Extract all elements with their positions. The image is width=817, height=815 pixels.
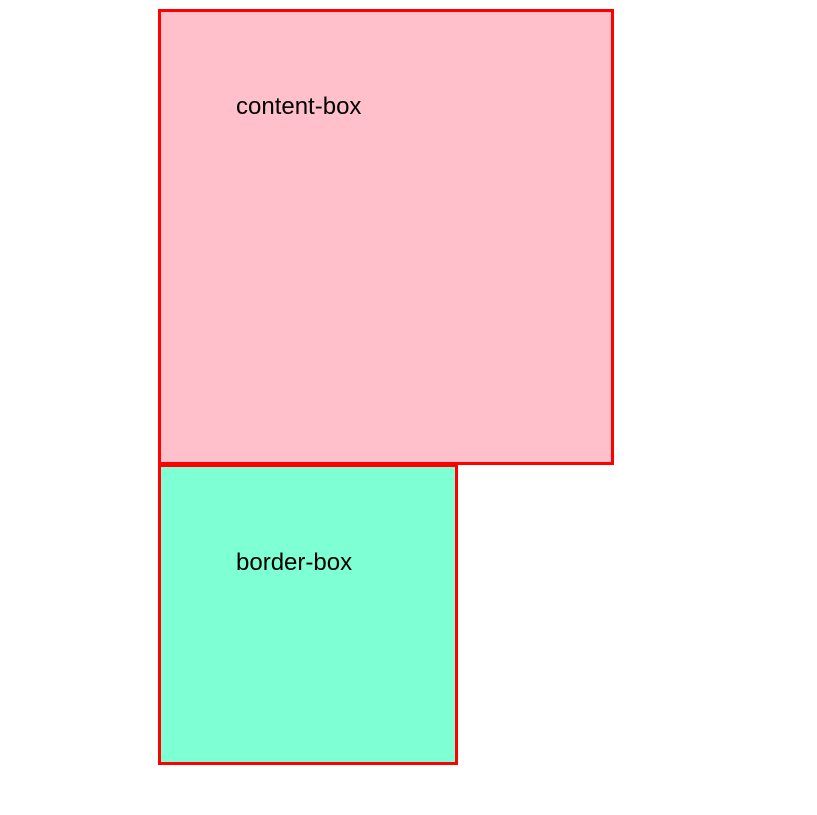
content-box-label: content-box <box>236 93 362 120</box>
border-box-label: border-box <box>236 549 353 576</box>
border-box-panel: border-box <box>158 464 458 765</box>
content-box-panel: content-box <box>158 9 614 465</box>
